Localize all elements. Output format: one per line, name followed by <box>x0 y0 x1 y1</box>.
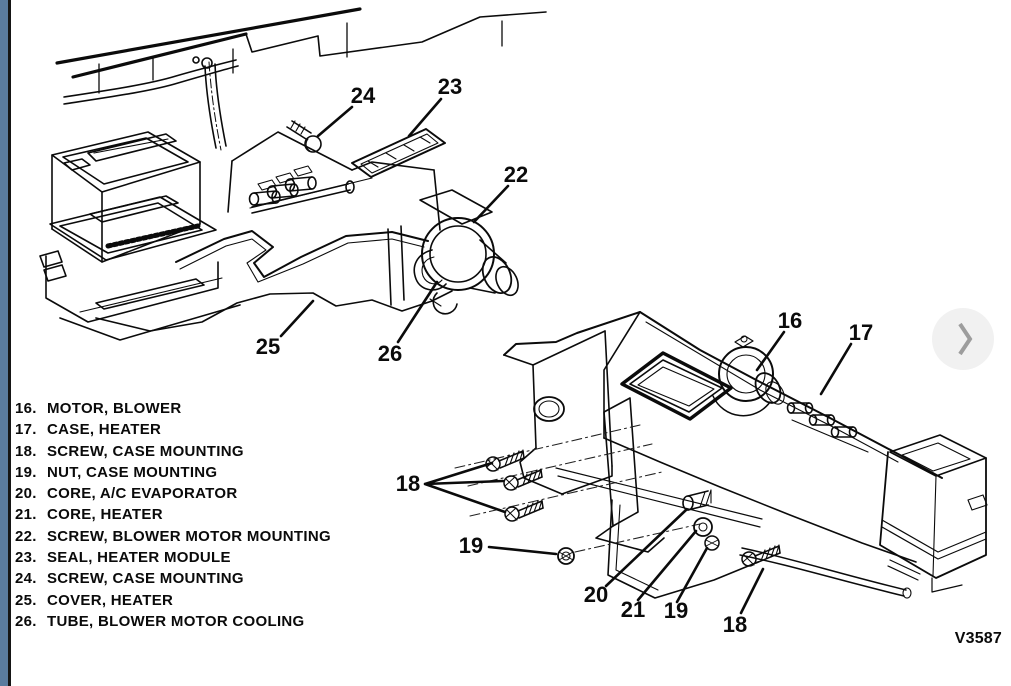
callout-18-bottom: 18 <box>723 612 747 637</box>
callout-18-left: 18 <box>396 471 420 496</box>
legend-item: 18. SCREW, CASE MOUNTING <box>15 441 331 462</box>
legend-item: 19. NUT, CASE MOUNTING <box>15 462 331 483</box>
callout-21: 21 <box>621 597 645 622</box>
case-mounting-screw-24 <box>286 120 322 153</box>
heater-case-beam <box>555 311 943 599</box>
callout-20: 20 <box>584 582 608 607</box>
legend-item-number: 23. <box>15 549 37 567</box>
callout-19-bottom: 19 <box>664 598 688 623</box>
legend-item-label: SCREW, CASE MOUNTING <box>47 442 244 460</box>
legend-item-label: COVER, HEATER <box>47 591 174 609</box>
callout-labels: 24 23 22 25 26 16 17 18 19 20 21 19 18 <box>256 74 873 637</box>
legend-item-label: CORE, A/C EVAPORATOR <box>47 485 238 503</box>
air-inlet-upper-tray <box>51 131 201 263</box>
legend-item: 16. MOTOR, BLOWER <box>15 398 331 419</box>
page-edge-strip <box>0 0 8 686</box>
parts-legend: 16. MOTOR, BLOWER 17. CASE, HEATER 18. SCRE… <box>15 398 331 632</box>
upper-assembly-drawing <box>39 7 547 341</box>
blower-motor-upper <box>419 189 519 297</box>
legend-item: 17. CASE, HEATER <box>15 419 331 440</box>
legend-item-label: MOTOR, BLOWER <box>47 400 182 417</box>
legend-item-number: 24. <box>15 570 37 588</box>
heater-core-tubes <box>739 547 921 599</box>
callout-17: 17 <box>849 320 873 345</box>
legend-item-label: SCREW, CASE MOUNTING <box>47 570 244 588</box>
beam-fittings <box>786 402 869 453</box>
case-mounting-nut-19 <box>557 547 575 565</box>
legend-item-number: 25. <box>15 591 37 609</box>
legend-item-number: 22. <box>15 527 37 545</box>
heater-hose-fittings <box>248 165 355 214</box>
cowl-lines <box>55 7 547 105</box>
page-edge-divider <box>8 0 11 686</box>
legend-item-label: SEAL, HEATER MODULE <box>47 549 231 567</box>
legend-item-number: 17. <box>15 421 37 439</box>
support-bracket <box>192 56 227 151</box>
callout-23: 23 <box>438 74 462 99</box>
callout-19-left: 19 <box>459 533 483 558</box>
legend-item-number: 19. <box>15 463 37 481</box>
heater-cover <box>95 230 453 332</box>
air-inlet-lower-tray <box>49 195 217 261</box>
heater-module-seal <box>351 128 446 178</box>
lower-assembly-drawing <box>429 292 988 599</box>
legend-item-label: SCREW, BLOWER MOTOR MOUNTING <box>47 527 331 545</box>
callout-22: 22 <box>504 162 528 187</box>
legend-item-label: TUBE, BLOWER MOTOR COOLING <box>47 612 305 630</box>
chevron-right-icon <box>958 322 973 356</box>
case-left-panel <box>503 311 641 495</box>
callout-25: 25 <box>256 334 280 359</box>
callout-24: 24 <box>351 83 376 108</box>
legend-item: 26. TUBE, BLOWER MOTOR COOLING <box>15 611 331 632</box>
legend-item: 22. SCREW, BLOWER MOTOR MOUNTING <box>15 526 331 547</box>
callout-26: 26 <box>378 341 402 366</box>
legend-item: 21. CORE, HEATER <box>15 504 331 525</box>
legend-item: 23. SEAL, HEATER MODULE <box>15 547 331 568</box>
outlet-end-box <box>879 434 988 593</box>
legend-item-label: CASE, HEATER <box>47 421 162 439</box>
legend-item-number: 18. <box>15 442 37 460</box>
leader-lines <box>279 97 853 615</box>
legend-item: 20. CORE, A/C EVAPORATOR <box>15 483 331 504</box>
figure-code: V3587 <box>954 630 1002 647</box>
legend-item: 25. COVER, HEATER <box>15 590 331 611</box>
legend-item-number: 26. <box>15 612 37 630</box>
legend-item-label: NUT, CASE MOUNTING <box>47 463 218 481</box>
heater-case-body <box>227 131 441 306</box>
blower-motor-lower <box>712 335 785 417</box>
legend-item: 24. SCREW, CASE MOUNTING <box>15 568 331 589</box>
callout-16: 16 <box>778 308 802 333</box>
core-studs <box>682 489 720 551</box>
legend-item-number: 20. <box>15 485 37 503</box>
legend-item-label: CORE, HEATER <box>47 506 163 524</box>
projection-centerlines <box>454 424 701 553</box>
legend-item-number: 16. <box>15 400 37 417</box>
lower-housing <box>39 250 241 341</box>
bracket-fragment <box>429 292 458 315</box>
center-pillar <box>595 397 665 553</box>
legend-item-number: 21. <box>15 506 37 524</box>
next-page-button[interactable] <box>932 308 994 370</box>
